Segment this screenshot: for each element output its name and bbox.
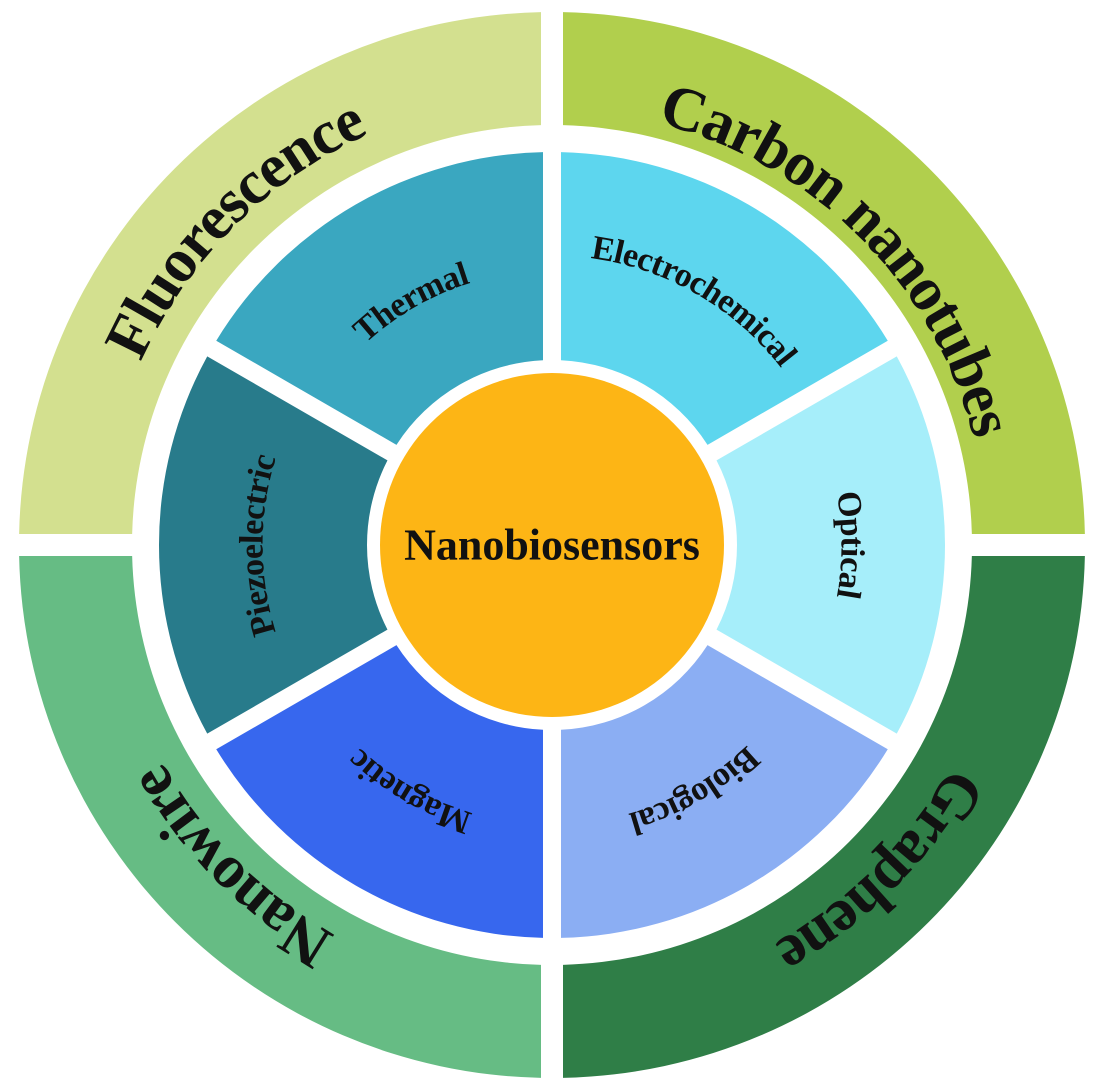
outer-segment-nanowire [19,556,541,1078]
inner-segment-electrochemical [561,152,888,445]
outer-segment-fluorescence [19,12,541,534]
center-hub: Nanobiosensors [380,373,724,717]
inner-segment-biological [561,645,888,938]
inner-label-optical: Optical [829,489,871,602]
center-label: Nanobiosensors [404,521,700,570]
inner-segment-thermal [216,152,543,445]
inner-segment-piezoelectric [158,356,388,734]
outer-segment-graphene [563,556,1085,1078]
inner-segment-optical [716,356,945,734]
outer-ring [19,12,1085,1078]
inner-ring [158,152,945,938]
center-circle [380,373,724,717]
outer-segment-carbon-nanotubes [563,12,1085,534]
inner-segment-magnetic [216,645,543,938]
